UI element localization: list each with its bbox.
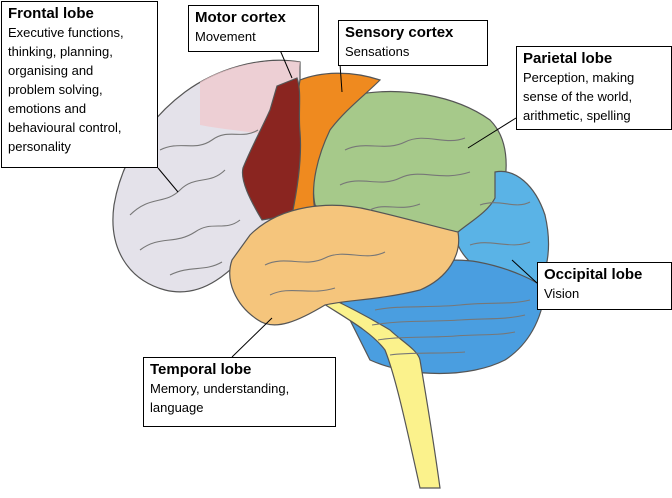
parietal-lobe-label: Parietal lobe Perception, making sense o…: [516, 46, 672, 130]
leader-lines: [157, 49, 538, 358]
sensory-cortex-label: Sensory cortex Sensations: [338, 20, 488, 66]
temporal-lobe-label: Temporal lobe Memory, understanding, lan…: [143, 357, 336, 427]
frontal-lobe-description: Executive functions, thinking, planning,…: [8, 25, 124, 154]
motor-cortex-label: Motor cortex Movement: [188, 5, 319, 52]
motor-cortex-description: Movement: [195, 29, 256, 44]
temporal-lobe-description: Memory, understanding, language: [150, 381, 290, 415]
occipital-lobe-title: Occipital lobe: [544, 266, 643, 283]
parietal-lobe-description: Perception, making sense of the world, a…: [523, 70, 635, 123]
temporal-lobe-region: [229, 204, 460, 326]
parietal-lobe-title: Parietal lobe: [523, 50, 613, 67]
sensory-cortex-title: Sensory cortex: [345, 24, 454, 41]
frontal-lobe-title: Frontal lobe: [8, 5, 94, 22]
occipital-lobe-description: Vision: [544, 286, 580, 301]
occipital-lobe-label: Occipital lobe Vision: [537, 262, 672, 310]
motor-cortex-title: Motor cortex: [195, 9, 286, 26]
sensory-cortex-description: Sensations: [345, 44, 410, 59]
brain-folds-texture: [129, 129, 531, 356]
frontal-lobe-label: Frontal lobe Executive functions, thinki…: [1, 1, 158, 168]
temporal-lobe-title: Temporal lobe: [150, 361, 252, 378]
brain-stem-region: [316, 297, 441, 489]
